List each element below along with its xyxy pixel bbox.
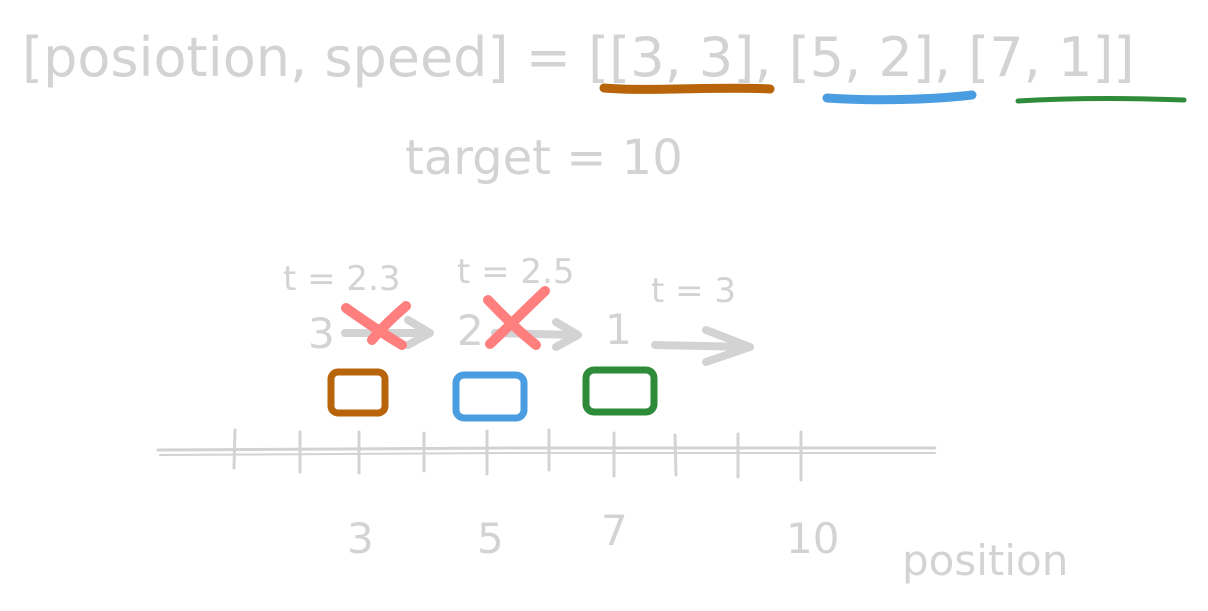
axis-ticks: [232, 428, 803, 482]
car3-arrow: [651, 326, 754, 366]
axis-label: position: [902, 536, 1068, 585]
tick-label-10: 10: [786, 514, 839, 563]
target-label: target = 10: [405, 130, 683, 186]
title: [posiotion, speed] = [[3, 3], [5, 2], [7…: [22, 26, 1135, 89]
title-car3: [7, 1]: [968, 26, 1113, 89]
tick-label-5: 5: [477, 514, 504, 563]
car2-cross-icon: [483, 286, 550, 350]
car3-box: [582, 366, 658, 416]
car3-speed-label: 1: [605, 305, 632, 354]
axis-tick: [673, 433, 678, 477]
car3-time-label: t = 3: [651, 271, 736, 311]
title-sep2: ,: [934, 26, 968, 89]
car1-cross-icon: [341, 301, 411, 350]
tick-label-3: 3: [347, 514, 374, 563]
car2-underline: [822, 90, 977, 105]
title-sep1: ,: [754, 26, 788, 89]
car1-underline: [599, 83, 775, 94]
title-car1: [3, 3]: [609, 26, 754, 89]
car2-speed-label: 2: [457, 306, 484, 355]
car1-speed-label: 3: [308, 309, 335, 358]
tick-label-7: 7: [601, 506, 628, 555]
axis-tick: [232, 428, 237, 470]
title-lead: [posiotion, speed] = [: [22, 26, 609, 89]
title-tail: ]: [1113, 26, 1134, 89]
car2-time-label: t = 2.5: [457, 252, 575, 292]
car2-arrow: [491, 318, 582, 351]
title-car2: [5, 2]: [789, 26, 934, 89]
car2-box: [452, 371, 528, 422]
car1-box: [327, 368, 389, 417]
car1-time-label: t = 2.3: [283, 259, 401, 299]
position-axis: [156, 446, 937, 456]
car3-underline: [1015, 96, 1187, 104]
